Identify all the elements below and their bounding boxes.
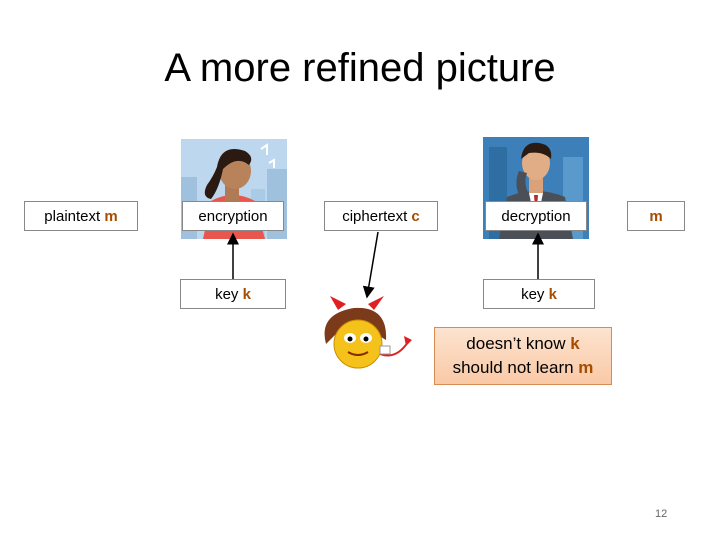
decryption-box: decryption — [485, 201, 587, 231]
output-var: m — [649, 207, 663, 225]
slide-number: 12 — [655, 508, 668, 520]
key-left-box: key k — [180, 279, 286, 309]
eavesdropper-note: doesn’t know k should not learn m — [434, 327, 612, 385]
slide-title: A more refined picture — [164, 46, 556, 90]
plaintext-label: plaintext — [44, 207, 105, 225]
note-line-2: should not learn m — [435, 356, 611, 380]
note-line-1-var: k — [570, 334, 580, 353]
ciphertext-var: c — [411, 207, 420, 225]
key-left-label: key — [215, 285, 243, 303]
tap-arrow — [362, 231, 379, 299]
key-right-label: key — [521, 285, 549, 303]
plaintext-box: plaintext m — [24, 201, 138, 231]
key-left-var: k — [242, 285, 251, 303]
plaintext-var: m — [104, 207, 118, 225]
encryption-label: encryption — [198, 207, 268, 225]
ciphertext-label: ciphertext — [342, 207, 412, 225]
note-line-2-text: should not learn — [452, 358, 579, 377]
encryption-box: encryption — [182, 201, 284, 231]
key-right-var: k — [548, 285, 557, 303]
eavesdropper-devil-image — [324, 296, 412, 369]
note-line-1: doesn’t know k — [435, 332, 611, 356]
note-line-2-var: m — [578, 358, 594, 377]
note-line-1-text: doesn’t know — [466, 334, 571, 353]
ciphertext-box: ciphertext c — [324, 201, 438, 231]
output-box: m — [627, 201, 685, 231]
key-right-box: key k — [483, 279, 595, 309]
decryption-label: decryption — [501, 207, 571, 225]
